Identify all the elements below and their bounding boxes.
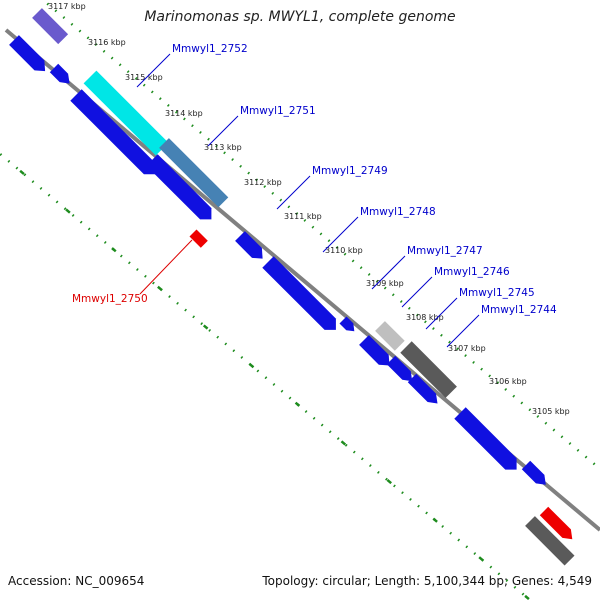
gene-label: Mmwyl1_2752	[172, 43, 248, 55]
tick-label: 3108 kbp	[406, 313, 444, 322]
feature-darkgray-2746	[400, 341, 457, 398]
tick-label: 3105 kbp	[532, 407, 570, 416]
gene-label-leader	[322, 216, 359, 253]
cds-forward	[521, 460, 546, 485]
tick-label: 3112 kbp	[244, 178, 282, 187]
tick-label: 3109 kbp	[366, 279, 404, 288]
cds-forward	[407, 373, 438, 404]
outer-tick-ring	[41, 0, 600, 471]
gene-label-leader	[139, 239, 193, 295]
cds-forward	[454, 407, 517, 470]
gene-label: Mmwyl1_2746	[434, 266, 510, 278]
tick-label: 3114 kbp	[165, 109, 203, 118]
gene-label-leader	[401, 276, 433, 308]
gene-label: Mmwyl1_2745	[459, 287, 535, 299]
feature-darkgray-reverse	[525, 516, 575, 566]
gene-features	[9, 8, 575, 566]
gene-label-leader	[446, 314, 480, 348]
tick-label: 3116 kbp	[88, 38, 126, 47]
tick-label: 3113 kbp	[204, 143, 242, 152]
cds-forward	[359, 335, 390, 366]
cds-forward	[9, 35, 46, 72]
map-title: Marinomonas sp. MWYL1, complete genome	[144, 9, 456, 25]
feature-cyan-2752	[83, 70, 169, 156]
feature-purple	[32, 8, 69, 45]
cds-forward	[70, 89, 156, 175]
labels: 3117 kbp 3116 kbp 3115 kbp 3114 kbp 3113 kbp…	[48, 2, 570, 416]
gene-label-leader	[136, 53, 171, 88]
cds-forward	[235, 231, 263, 259]
gene-label: Mmwyl1_2751	[240, 105, 316, 117]
tick-label: 3111 kbp	[284, 212, 322, 221]
topology-text: Topology: circular; Length: 5,100,344 bp…	[262, 574, 592, 588]
feature-red-2750	[189, 229, 208, 248]
tick-label: 3110 kbp	[325, 246, 363, 255]
gene-label-leader	[425, 297, 458, 330]
feature-lightgray-2747	[375, 321, 405, 351]
cds-forward	[262, 256, 336, 330]
gene-label: Mmwyl1_2748	[360, 206, 436, 218]
cds-forward	[146, 154, 212, 220]
tick-label: 3115 kbp	[125, 73, 163, 82]
cds-forward	[386, 355, 413, 382]
gene-label-leader	[276, 175, 311, 210]
gene-label: Mmwyl1_2750	[72, 293, 148, 305]
cds-forward	[339, 316, 355, 332]
gene-label: Mmwyl1_2749	[312, 165, 388, 177]
gene-label-leader	[207, 115, 239, 147]
cds-forward	[49, 63, 70, 84]
feature-red-forward	[539, 506, 573, 540]
tick-label: 3106 kbp	[489, 377, 527, 386]
gene-label-leader	[371, 255, 406, 290]
tick-label: 3107 kbp	[448, 344, 486, 353]
feature-steelblue-2751	[159, 138, 229, 208]
gene-label: Mmwyl1_2744	[481, 304, 557, 316]
tick-label: 3117 kbp	[48, 2, 86, 11]
gene-label: Mmwyl1_2747	[407, 245, 483, 257]
accession-text: Accession: NC_009654	[8, 574, 145, 588]
